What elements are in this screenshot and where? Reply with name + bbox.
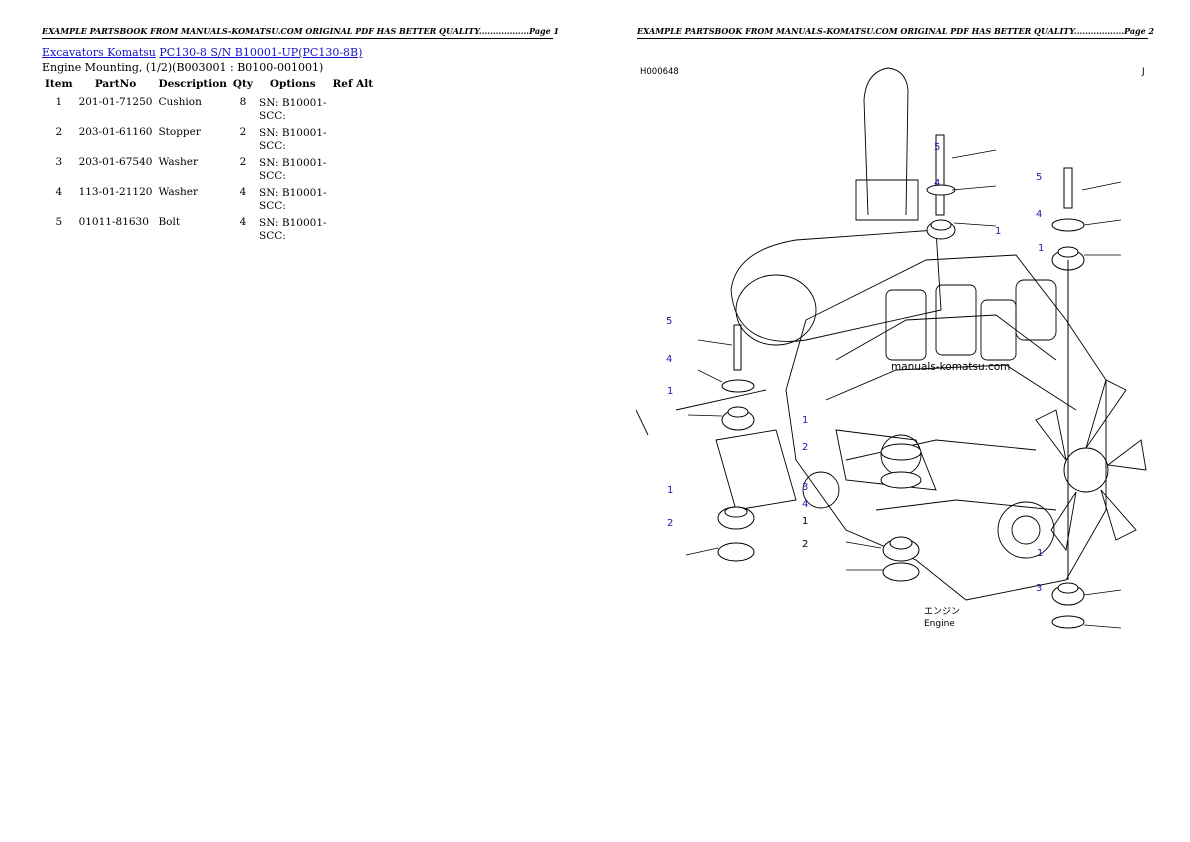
cell-item: 3 — [55, 156, 63, 168]
cell-qty: 4 — [239, 186, 247, 198]
options-sn: SN: B10001- — [259, 127, 327, 139]
callout-label: 1 — [667, 485, 673, 496]
callout-label: 3 — [1036, 583, 1042, 594]
muffler — [730, 229, 942, 342]
options-scc: SCC: — [259, 140, 286, 152]
callout-label: 1 — [995, 226, 1001, 237]
callout-label: 1 — [802, 415, 808, 426]
table-header-row: Item PartNo Description Qty Options Ref … — [42, 76, 376, 96]
engine-block — [785, 254, 1107, 601]
col-header-options: Options — [269, 78, 316, 90]
diagram-code: H000648 — [640, 67, 679, 77]
cell-partno: 203-01-61160 — [78, 126, 153, 138]
section-subtitle: Engine Mounting, (1/2)(B003001 : B0100-0… — [42, 61, 324, 74]
table-row: 3 203-01-67540 Washer 2 SN: B10001-SCC: — [42, 156, 376, 186]
options-sn: SN: B10001- — [259, 97, 327, 109]
col-header-partno: PartNo — [94, 78, 137, 90]
cell-refalt — [330, 156, 377, 186]
cell-refalt — [330, 216, 377, 246]
options-scc: SCC: — [259, 230, 286, 242]
mount-cushion-lower-right — [1051, 582, 1085, 629]
cell-item: 4 — [55, 186, 63, 198]
corner-mark: J — [1141, 67, 1145, 77]
options-scc: SCC: — [259, 170, 286, 182]
col-header-description: Description — [158, 78, 227, 90]
table-row: 2 203-01-61160 Stopper 2 SN: B10001-SCC: — [42, 126, 376, 156]
options-sn: SN: B10001- — [259, 157, 327, 169]
cell-refalt — [330, 186, 377, 216]
callout-label: 4 — [934, 178, 940, 189]
cell-refalt — [330, 96, 377, 126]
col-header-item: Item — [45, 78, 73, 90]
callout-label: 2 — [802, 442, 808, 453]
cell-partno: 201-01-71250 — [78, 96, 153, 108]
callout-label: 5 — [934, 142, 940, 153]
table-row: 5 01011-81630 Bolt 4 SN: B10001-SCC: — [42, 216, 376, 246]
page-header-right: EXAMPLE PARTSBOOK FROM MANUALS-KOMATSU.C… — [637, 26, 1154, 39]
mount-cushion-lower-mid — [882, 536, 920, 582]
cell-qty: 2 — [239, 156, 247, 168]
callout-label: 2 — [802, 539, 808, 550]
fan-icon — [1035, 379, 1147, 552]
cell-options: SN: B10001-SCC: — [256, 96, 330, 126]
options-scc: SCC: — [259, 110, 286, 122]
callout-label: 2 — [667, 518, 673, 529]
mount-stopper-center — [880, 443, 922, 489]
cell-options: SN: B10001-SCC: — [256, 216, 330, 246]
cell-description: Cushion — [158, 96, 202, 108]
callout-label: 5 — [1036, 172, 1042, 183]
breadcrumb-link-model[interactable]: PC130-8 S/N B10001-UP(PC130-8B) — [159, 46, 363, 59]
cell-partno: 203-01-67540 — [78, 156, 153, 168]
callout-label: 1 — [1037, 548, 1043, 559]
mount-cushion-top-mid — [926, 134, 956, 240]
cell-qty: 4 — [239, 216, 247, 228]
options-sn: SN: B10001- — [259, 217, 327, 229]
table-row: 1 201-01-71250 Cushion 8 SN: B10001-SCC: — [42, 96, 376, 126]
callout-label: 4 — [666, 354, 672, 365]
options-scc: SCC: — [259, 200, 286, 212]
cell-partno: 113-01-21120 — [78, 186, 153, 198]
callout-label: 1 — [1038, 243, 1044, 254]
callout-label: 5 — [666, 316, 672, 327]
breadcrumb-link-excavators[interactable]: Excavators Komatsu — [42, 46, 156, 59]
cell-description: Bolt — [158, 216, 181, 228]
cell-description: Washer — [158, 186, 198, 198]
watermark: manuals-komatsu.com — [891, 361, 1010, 373]
mount-cushion-top-right — [1051, 167, 1085, 580]
mount-cushion-left — [721, 324, 755, 431]
cell-options: SN: B10001-SCC: — [256, 156, 330, 186]
cell-options: SN: B10001-SCC: — [256, 186, 330, 216]
breadcrumb: Excavators Komatsu PC130-8 S/N B10001-UP… — [42, 46, 362, 59]
callout-label: 1 — [802, 516, 808, 527]
mount-cushion-lower-left — [717, 506, 755, 562]
cell-qty: 2 — [239, 126, 247, 138]
callout-label: 4 — [802, 499, 808, 510]
engine-label-en: Engine — [924, 619, 955, 629]
cell-options: SN: B10001-SCC: — [256, 126, 330, 156]
cell-refalt — [330, 126, 377, 156]
cell-description: Washer — [158, 156, 198, 168]
table-row: 4 113-01-21120 Washer 4 SN: B10001-SCC: — [42, 186, 376, 216]
exhaust-pipe — [863, 67, 909, 216]
cell-item: 1 — [55, 96, 63, 108]
cell-item: 2 — [55, 126, 63, 138]
engine-mounting-diagram: H000648 J manuals-komatsu.com エンジン Engin… — [636, 67, 1147, 629]
cell-partno: 01011-81630 — [78, 216, 149, 228]
col-header-refalt: Ref Alt — [332, 78, 374, 90]
page-header-left: EXAMPLE PARTSBOOK FROM MANUALS-KOMATSU.C… — [42, 26, 559, 39]
callout-label: 4 — [1036, 209, 1042, 220]
callout-label: 3 — [802, 482, 808, 493]
cell-description: Stopper — [158, 126, 201, 138]
parts-table: Item PartNo Description Qty Options Ref … — [42, 76, 376, 246]
engine-label-jp: エンジン — [924, 607, 960, 617]
cell-item: 5 — [55, 216, 63, 228]
col-header-qty: Qty — [232, 78, 254, 90]
callout-label: 1 — [667, 386, 673, 397]
cell-qty: 8 — [239, 96, 247, 108]
options-sn: SN: B10001- — [259, 187, 327, 199]
